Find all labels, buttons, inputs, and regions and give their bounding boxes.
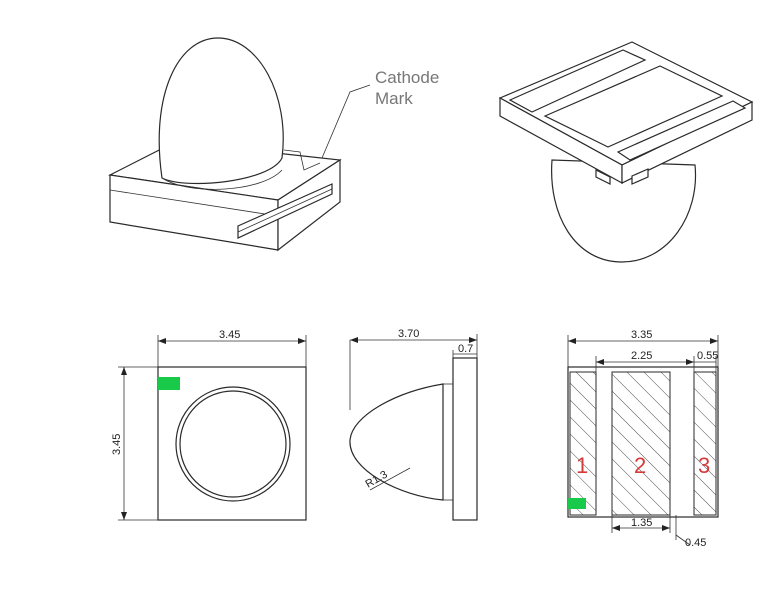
- iso-pad-2: [543, 65, 724, 148]
- dim-side-length: 3.70: [398, 328, 419, 340]
- iso-pad-3: [616, 100, 747, 161]
- bottom-outline: [567, 366, 719, 518]
- iso-pad-1: [508, 49, 647, 113]
- iso-view-dome-up: [108, 37, 371, 252]
- pad-2-area: [611, 371, 671, 516]
- radius-leader: [369, 467, 411, 491]
- pad-3-area: [693, 371, 717, 516]
- bottom-view: [567, 335, 719, 546]
- pad-number-3: 3: [698, 453, 710, 478]
- dim-bottom-offset: 0.45: [685, 537, 706, 549]
- dome-lens: [158, 37, 284, 185]
- dim-side-thickness: 0.7: [458, 343, 473, 355]
- dim-bottom-pad-gap: 2.25: [631, 350, 652, 362]
- dim-bottom-center-pad: 1.35: [631, 517, 652, 529]
- cathode-mark-bottom: [568, 498, 586, 509]
- pad-1-area: [569, 371, 597, 516]
- front-view: [118, 335, 307, 521]
- dim-bottom-width: 3.35: [631, 329, 652, 341]
- side-view: [349, 334, 478, 521]
- pad-number-1: 1: [576, 453, 588, 478]
- pad-number-2: 2: [634, 453, 646, 478]
- dim-front-width: 3.45: [219, 329, 240, 341]
- dim-bottom-edge: 0.55: [697, 350, 718, 362]
- front-outline: [157, 366, 307, 521]
- cathode-strip: [237, 183, 333, 239]
- front-lens-outer: [175, 386, 291, 502]
- cathode-label-line2: Mark: [375, 89, 413, 108]
- side-base: [452, 357, 478, 521]
- cathode-label-line1: Cathode: [375, 68, 439, 87]
- iso-view-dome-down: [498, 41, 754, 263]
- dome-lens-under: [551, 159, 697, 263]
- dim-front-height: 3.45: [111, 434, 123, 455]
- cathode-leader-line: [321, 84, 371, 159]
- front-lens-inner: [179, 390, 287, 498]
- side-dome: [349, 383, 444, 501]
- cathode-mark-front: [158, 377, 180, 390]
